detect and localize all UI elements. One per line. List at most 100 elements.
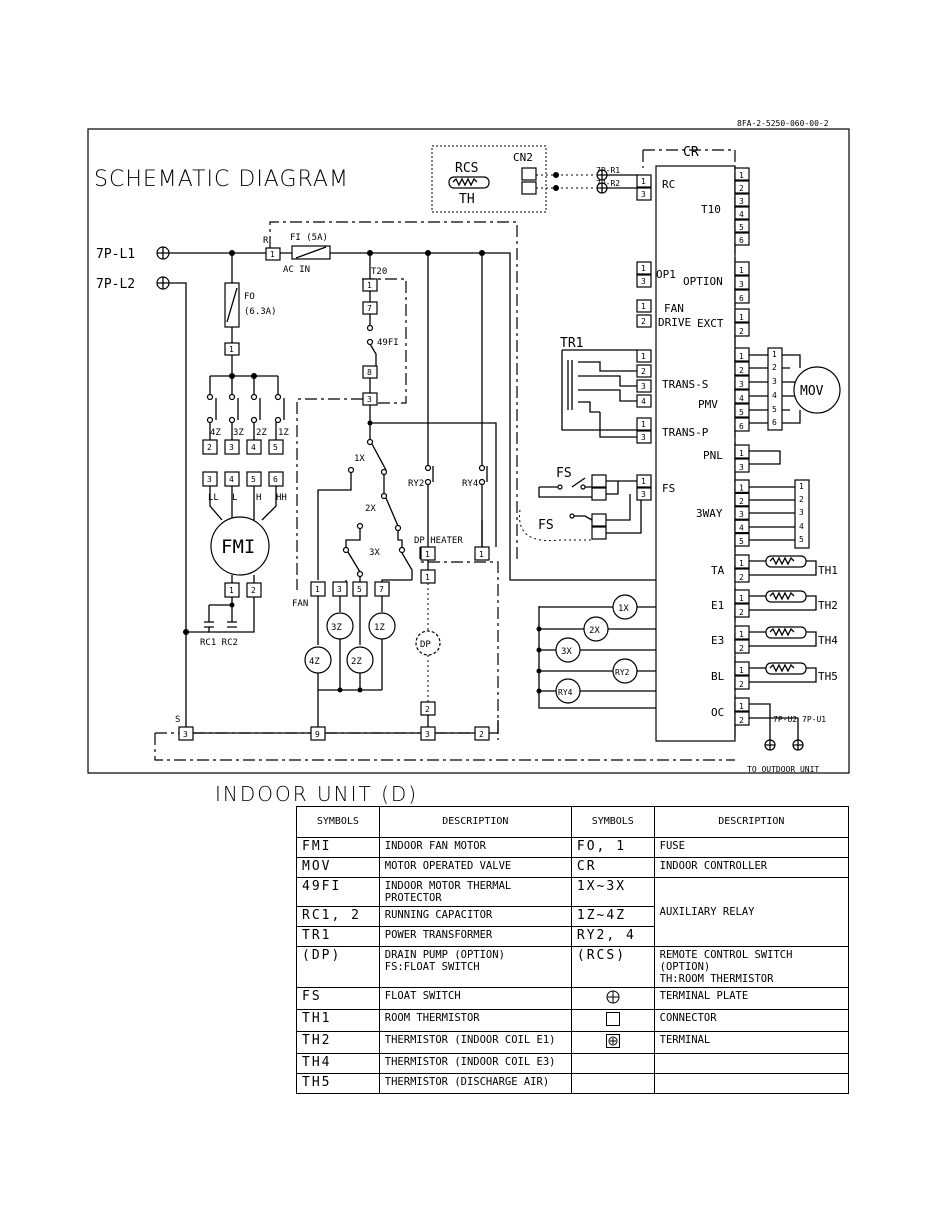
fan-label: FAN [292, 599, 308, 609]
trans-s-label: TRANS-S [662, 378, 708, 391]
legend-row: TH2 THERMISTOR (INDOOR COIL E1) TERMINAL [296, 1031, 850, 1055]
exct-label: EXCT [697, 317, 724, 330]
fmi-label: FMI [221, 536, 255, 558]
mov-connector [749, 347, 801, 431]
svg-text:1: 1 [772, 350, 777, 359]
tr1-label: TR1 [560, 336, 583, 351]
svg-text:1: 1 [367, 281, 372, 290]
7p-l1-label: 7P-L1 [96, 247, 135, 262]
thermal-protector-49fi [366, 314, 377, 366]
contact-ry4-label: RY4 [462, 479, 478, 489]
h-label: H [256, 493, 261, 503]
indoor-controller-board [655, 165, 736, 742]
th4-label: TH4 [818, 634, 838, 647]
svg-text:6: 6 [739, 236, 744, 245]
svg-text:3: 3 [739, 280, 744, 289]
drawing-number: 8FA-2-5250-060-00-2 [737, 119, 829, 128]
cr-left-connectors [636, 174, 652, 501]
svg-text:8: 8 [367, 368, 372, 377]
svg-text:1: 1 [479, 550, 484, 559]
svg-text:3: 3 [739, 463, 744, 472]
legend-row: 49FI INDOOR MOTOR THERMAL PROTECTOR 1X~3… [296, 876, 850, 947]
legend-row: MOV MOTOR OPERATED VALVE CR INDOOR CONTR… [296, 856, 850, 878]
svg-text:5: 5 [739, 223, 744, 232]
svg-text:3: 3 [641, 382, 646, 391]
contact-1x-label: 1X [354, 454, 365, 464]
fuse-fo-label: FO [244, 292, 255, 302]
fmi-connector-top [202, 439, 284, 487]
svg-text:5: 5 [799, 535, 804, 544]
svg-text:9: 9 [315, 730, 320, 739]
thermistor-th5 [749, 662, 817, 683]
fuse-fi-label: FI (5A) [290, 233, 328, 243]
relay-1z-label: 1Z [374, 623, 385, 633]
room-thermistor-symbol [448, 176, 490, 189]
2z-label: 2Z [256, 428, 267, 438]
svg-text:2: 2 [641, 317, 646, 326]
svg-text:4: 4 [251, 443, 256, 452]
svg-text:4: 4 [739, 394, 744, 403]
diagram-title: SCHEMATIC DIAGRAM [94, 167, 349, 192]
relay-4z-label: 4Z [309, 657, 320, 667]
svg-text:2: 2 [739, 497, 744, 506]
svg-text:5: 5 [739, 537, 744, 546]
fs-label: FS [556, 466, 572, 481]
ll-label: LL [208, 493, 219, 503]
legend-row: (DP) DRAIN PUMP (OPTION)FS:FLOAT SWITCH … [296, 945, 850, 989]
mov-motor-symbol [793, 366, 841, 414]
svg-text:2: 2 [479, 730, 484, 739]
thermistor-th4 [749, 626, 817, 647]
fuse-fo [224, 282, 240, 328]
legend-header-symbols: SYMBOLS [296, 806, 380, 838]
th5-label: TH5 [818, 670, 838, 683]
connector-icon [605, 1012, 620, 1027]
svg-text:2: 2 [425, 705, 430, 714]
svg-text:2: 2 [772, 363, 777, 372]
svg-text:3: 3 [337, 585, 342, 594]
thermistor-th2 [749, 590, 817, 611]
relay-3x-label: 3X [561, 647, 572, 657]
svg-text:1: 1 [641, 420, 646, 429]
relay-coil-group [536, 594, 656, 709]
svg-text:1: 1 [641, 264, 646, 273]
s-label: S [175, 715, 180, 725]
e3-label: E3 [711, 634, 724, 647]
relay-1x-label: 1X [618, 604, 629, 614]
svg-text:2: 2 [739, 680, 744, 689]
svg-text:1: 1 [739, 630, 744, 639]
cr-label: CR [683, 145, 699, 160]
svg-text:2: 2 [739, 366, 744, 375]
ac-in-label: AC IN [283, 265, 310, 275]
4z-label: 4Z [210, 428, 221, 438]
svg-text:3: 3 [641, 190, 646, 199]
legend-row: TH5 THERMISTOR (DISCHARGE AIR) [296, 1073, 850, 1095]
svg-text:6: 6 [273, 475, 278, 484]
svg-text:5: 5 [772, 405, 777, 414]
legend-header-description: DESCRIPTION [378, 806, 572, 838]
svg-text:1: 1 [641, 302, 646, 311]
svg-text:5: 5 [357, 585, 362, 594]
svg-text:4: 4 [641, 397, 646, 406]
3way-label: 3WAY [696, 507, 723, 520]
svg-text:1: 1 [229, 586, 234, 595]
svg-text:2: 2 [799, 495, 804, 504]
r-label: R [263, 236, 269, 246]
svg-text:2: 2 [739, 573, 744, 582]
svg-text:2: 2 [251, 586, 256, 595]
rcs-box [431, 145, 547, 213]
svg-text:1: 1 [739, 313, 744, 322]
fuse-fi [291, 245, 331, 260]
svg-text:6: 6 [772, 418, 777, 427]
ry-contacts [424, 464, 488, 547]
option-label: OPTION [683, 275, 723, 288]
svg-text:1: 1 [739, 666, 744, 675]
dp-label: DP [420, 640, 431, 650]
svg-text:3: 3 [739, 380, 744, 389]
rc-label: RC [662, 178, 675, 191]
1z-label: 1Z [278, 428, 289, 438]
legend-row: TH4 THERMISTOR (INDOOR COIL E3) [296, 1053, 850, 1075]
svg-text:3: 3 [799, 508, 804, 517]
svg-text:6: 6 [739, 294, 744, 303]
